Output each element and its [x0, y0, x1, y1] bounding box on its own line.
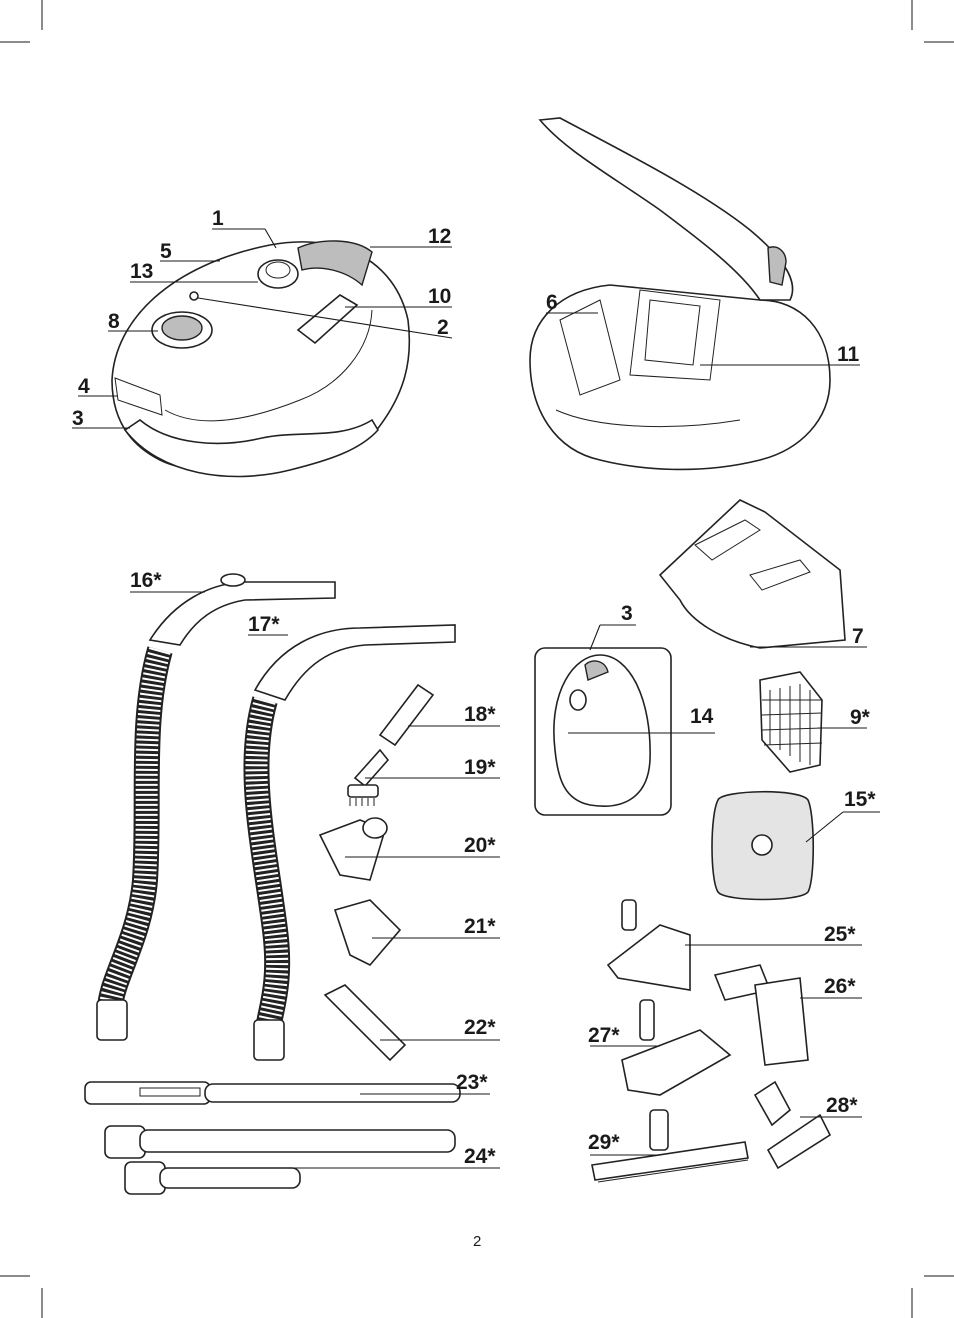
vacuum-body-open: [529, 117, 831, 471]
page-number: 2: [473, 1233, 481, 1250]
callout-19: 19*: [464, 756, 496, 779]
bag-holder-7: [658, 499, 846, 649]
callout-6: 6: [546, 291, 558, 314]
callout-12: 12: [428, 225, 451, 248]
callout-20: 20*: [464, 834, 496, 857]
tube-23: [84, 1081, 461, 1105]
callout-10: 10: [428, 285, 451, 308]
callout-3-inset: 3: [621, 602, 633, 625]
callout-22: 22*: [464, 1016, 496, 1039]
tube-24: [104, 1125, 456, 1195]
callout-26: 26*: [824, 975, 856, 998]
callout-28: 28*: [826, 1094, 858, 1117]
leader-lines: [72, 228, 880, 1169]
callout-7: 7: [852, 625, 864, 648]
callout-17: 17*: [248, 613, 280, 636]
tool-22-crevice: [323, 984, 407, 1062]
inset-box: [534, 647, 672, 816]
hose-16: [96, 573, 336, 1041]
nozzle-29: [591, 1109, 749, 1183]
callout-labels: 1 5 13 8 4 3 12 10 2 6 11 3 7 14 9* 15* …: [72, 207, 876, 1168]
callout-25: 25*: [824, 923, 856, 946]
callout-29: 29*: [588, 1131, 620, 1154]
callout-11: 11: [837, 343, 860, 366]
callout-24: 24*: [464, 1145, 496, 1168]
hose-17: [243, 624, 456, 1061]
nozzle-27: [621, 999, 732, 1096]
nozzle-25: [606, 899, 691, 991]
callout-21: 21*: [464, 915, 496, 938]
callout-3: 3: [72, 407, 84, 430]
dust-bag-15: [711, 790, 815, 901]
tool-19-brush: [347, 748, 390, 806]
callout-23: 23*: [456, 1071, 488, 1094]
nozzle-26: [713, 964, 809, 1066]
callout-13: 13: [130, 260, 153, 283]
vacuum-body-closed: [111, 240, 411, 478]
callout-5: 5: [160, 240, 172, 263]
nozzle-28: [753, 1080, 832, 1170]
callout-15: 15*: [844, 788, 876, 811]
callout-1: 1: [212, 207, 224, 230]
callout-16: 16*: [130, 569, 162, 592]
callout-2: 2: [437, 316, 449, 339]
callout-18: 18*: [464, 703, 496, 726]
callout-9: 9*: [850, 706, 871, 729]
callout-8: 8: [108, 310, 120, 333]
tool-18-crevice: [378, 683, 435, 747]
tool-20-holder: [318, 817, 388, 881]
filter-9: [759, 671, 823, 773]
callout-14: 14: [690, 705, 714, 728]
callout-27: 27*: [588, 1024, 620, 1047]
tool-21-upholstery: [333, 899, 402, 966]
callout-4: 4: [78, 375, 90, 398]
